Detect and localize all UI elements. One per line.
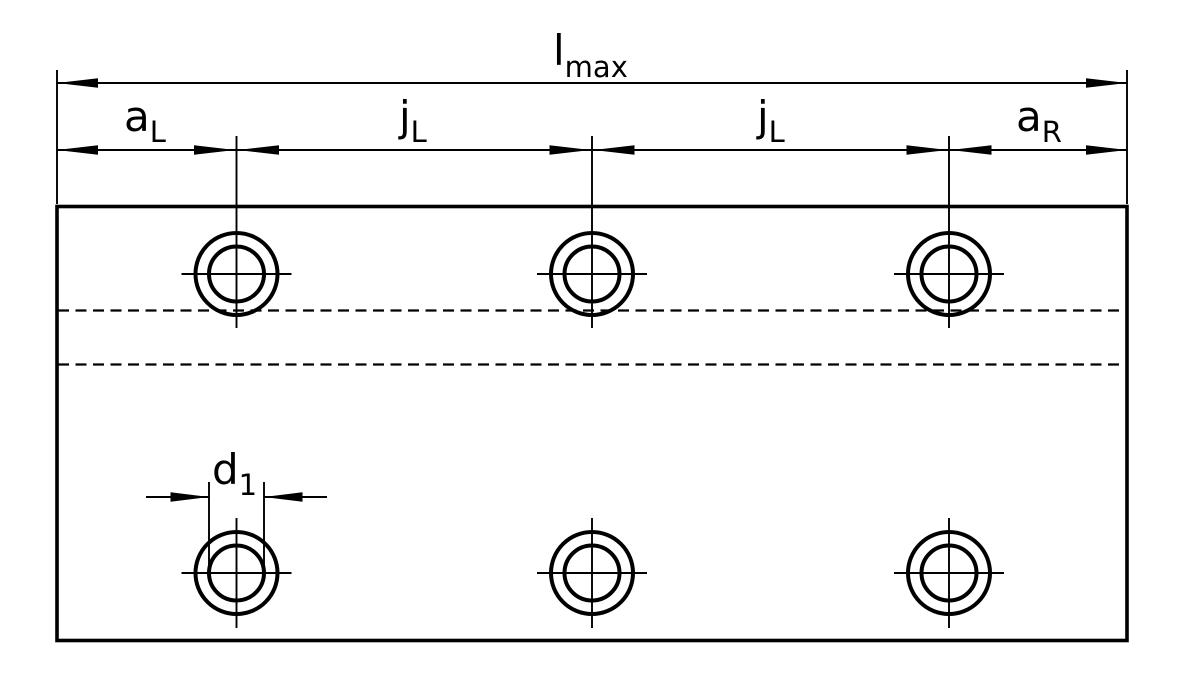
arrowhead-right-icon xyxy=(1086,78,1127,88)
mounting-hole-bottom-middle xyxy=(537,518,647,628)
label-main: j xyxy=(398,92,411,141)
dimension-label-al: aL xyxy=(124,92,166,149)
dimension-label-d1: d1 xyxy=(212,445,257,502)
label-main: a xyxy=(124,92,150,141)
arrowhead-right-icon xyxy=(1086,145,1127,155)
dimension-hole-diameter: d1 xyxy=(146,445,327,578)
dimension-label-jl-2: jL xyxy=(756,92,785,149)
mounting-hole-bottom-left xyxy=(181,518,292,628)
arrowhead-right-icon xyxy=(549,145,591,155)
label-subscript: L xyxy=(769,115,785,149)
label-main: d xyxy=(212,445,239,494)
dimension-label-lmax: lmax xyxy=(553,26,628,84)
arrowhead-left-icon xyxy=(264,492,303,502)
label-subscript: L xyxy=(411,115,427,149)
label-main: a xyxy=(1016,92,1042,141)
dimension-overall-length: lmax xyxy=(56,26,1128,204)
arrowhead-right-icon xyxy=(194,145,235,155)
arrowhead-left-icon xyxy=(57,78,98,88)
mounting-hole-top-left xyxy=(181,231,292,317)
arrowhead-right-icon xyxy=(906,145,948,155)
mounting-hole-top-right xyxy=(894,231,1004,317)
arrowhead-left-icon xyxy=(950,145,992,155)
arrowhead-left-icon xyxy=(238,145,279,155)
arrowhead-right-icon xyxy=(170,492,209,502)
dimension-label-ar: aR xyxy=(1016,92,1062,149)
label-main: l xyxy=(553,26,565,75)
label-subscript: L xyxy=(150,115,166,149)
mounting-hole-bottom-right xyxy=(894,518,1004,628)
label-main: j xyxy=(756,92,769,141)
dimension-label-jl-1: jL xyxy=(398,92,427,149)
label-subscript: R xyxy=(1042,115,1062,149)
label-subscript: 1 xyxy=(239,468,257,502)
arrowhead-left-icon xyxy=(593,145,635,155)
arrowhead-left-icon xyxy=(57,145,98,155)
label-subscript: max xyxy=(565,50,628,84)
mounting-hole-top-middle xyxy=(537,231,647,317)
